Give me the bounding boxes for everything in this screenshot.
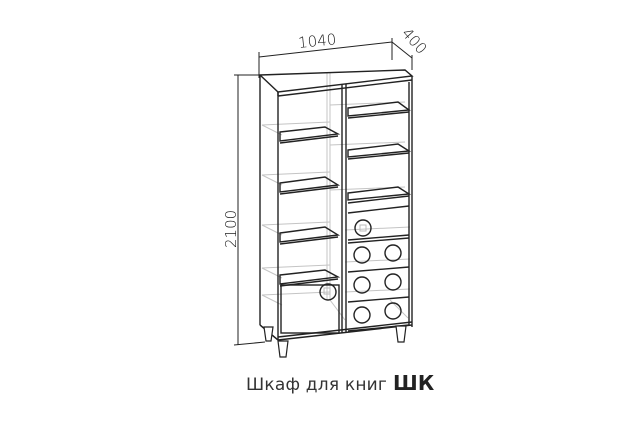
dimension-width: 1040	[297, 30, 337, 52]
knob-drawer-1	[354, 219, 372, 237]
shelf-left-1	[279, 126, 341, 142]
legs	[263, 325, 407, 358]
leg-front-right	[395, 325, 407, 343]
leg-back-left	[263, 326, 274, 342]
knob-drawer-3a	[353, 276, 371, 294]
shelf-left-3	[279, 226, 341, 243]
knob-drawer-3b	[384, 273, 402, 291]
caption-text: Шкаф для книг	[246, 375, 388, 395]
dimension-depth: 400	[398, 24, 431, 57]
knob-left-door	[319, 283, 337, 301]
shelf-right-2	[347, 143, 412, 158]
cabinet-body	[258, 69, 414, 341]
shelf-left-2	[279, 176, 341, 193]
shelf-left-4	[279, 269, 341, 285]
dimension-height: 2100	[222, 210, 240, 248]
left-lower-door	[280, 284, 340, 334]
shelf-right-3	[347, 186, 412, 201]
knob-drawer-2b	[384, 244, 402, 262]
knob-drawer-2a	[353, 246, 371, 264]
knob-drawer-4a	[353, 306, 371, 324]
dimension-lines	[233, 38, 413, 346]
leg-front-left	[277, 340, 289, 358]
knob-drawer-4b	[384, 302, 402, 320]
knobs	[319, 219, 402, 324]
shelf-right-1	[347, 101, 411, 117]
model-code: ШК	[393, 371, 435, 395]
hidden-lines	[259, 69, 413, 321]
